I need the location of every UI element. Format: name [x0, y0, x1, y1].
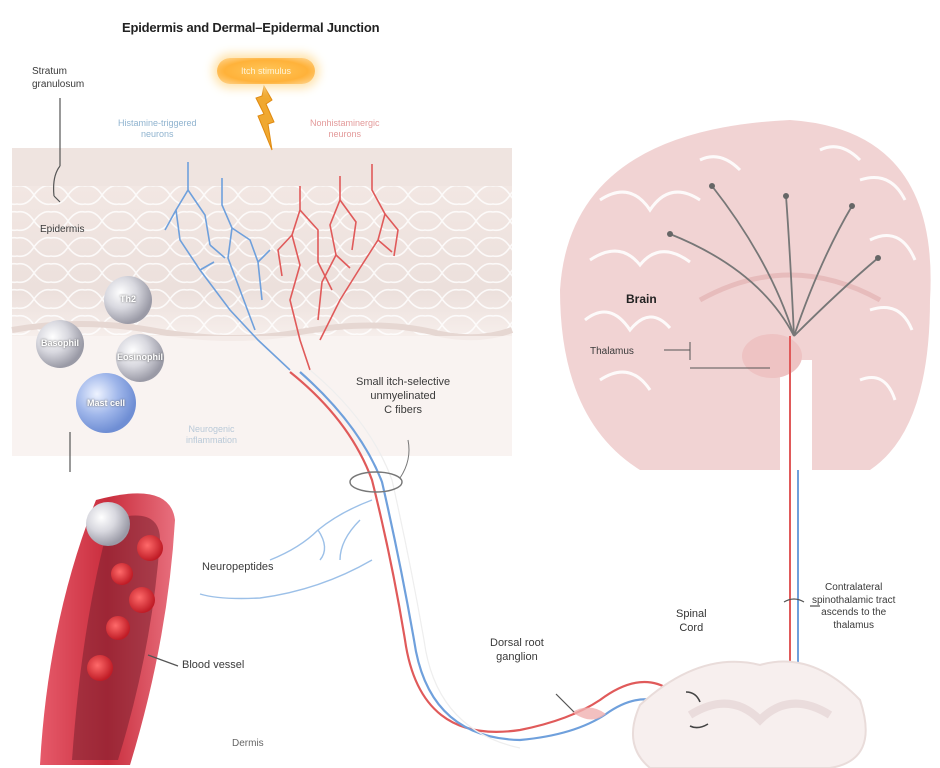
label-contralateral-tract: Contralateral spinothalamic tract ascend…: [812, 582, 895, 632]
label-small-c-fibers: Small itch-selective unmyelinated C fibe…: [356, 376, 450, 417]
label-dorsal-root-ganglion: Dorsal root ganglion: [490, 637, 544, 665]
c-fiber-loop: [350, 472, 402, 492]
lightning-bolt-icon: [256, 86, 274, 150]
blood-vessel: [40, 493, 175, 765]
brain: [560, 120, 931, 470]
label-thalamus: Thalamus: [590, 346, 634, 359]
itch-stimulus-label: Itch stimulus: [217, 58, 315, 84]
label-cell-mast: Mast cell: [80, 398, 132, 408]
red-blood-cell: [137, 535, 163, 561]
label-cell-th2: Th2: [112, 294, 144, 304]
diagram-title: Epidermis and Dermal–Epidermal Junction: [122, 20, 379, 35]
label-cell-basophil: Basophil: [36, 338, 84, 348]
label-cell-eosinophil: Eosinophil: [114, 352, 166, 362]
red-blood-cell: [111, 563, 133, 585]
label-epidermis: Epidermis: [40, 224, 84, 237]
stratum-layer: [12, 148, 512, 186]
label-blood-vessel: Blood vessel: [182, 659, 244, 673]
red-blood-cell: [106, 616, 130, 640]
label-nonhistaminergic-neurons: Nonhistaminergic neurons: [310, 118, 380, 141]
red-blood-cell: [87, 655, 113, 681]
cell-leader: [64, 430, 76, 474]
label-histamine-neurons: Histamine-triggered neurons: [118, 118, 197, 141]
label-spinal-cord: Spinal Cord: [676, 608, 707, 636]
red-blood-cell: [129, 587, 155, 613]
label-dermis: Dermis: [232, 738, 264, 751]
label-brain: Brain: [626, 292, 657, 307]
label-neuropeptides: Neuropeptides: [202, 561, 274, 575]
label-neurogenic-inflammation: Neurogenic inflammation: [186, 424, 237, 447]
dorsal-root-leader: [556, 694, 574, 712]
leukocyte: [86, 502, 130, 546]
spinal-cord: [633, 662, 866, 768]
label-stratum-granulosum: Stratum granulosum: [32, 66, 84, 91]
neuropeptide-branches: [200, 500, 372, 599]
epidermis-cell-texture: [12, 186, 512, 336]
stratum-bracket: [46, 96, 68, 206]
thalamus: [742, 334, 802, 378]
